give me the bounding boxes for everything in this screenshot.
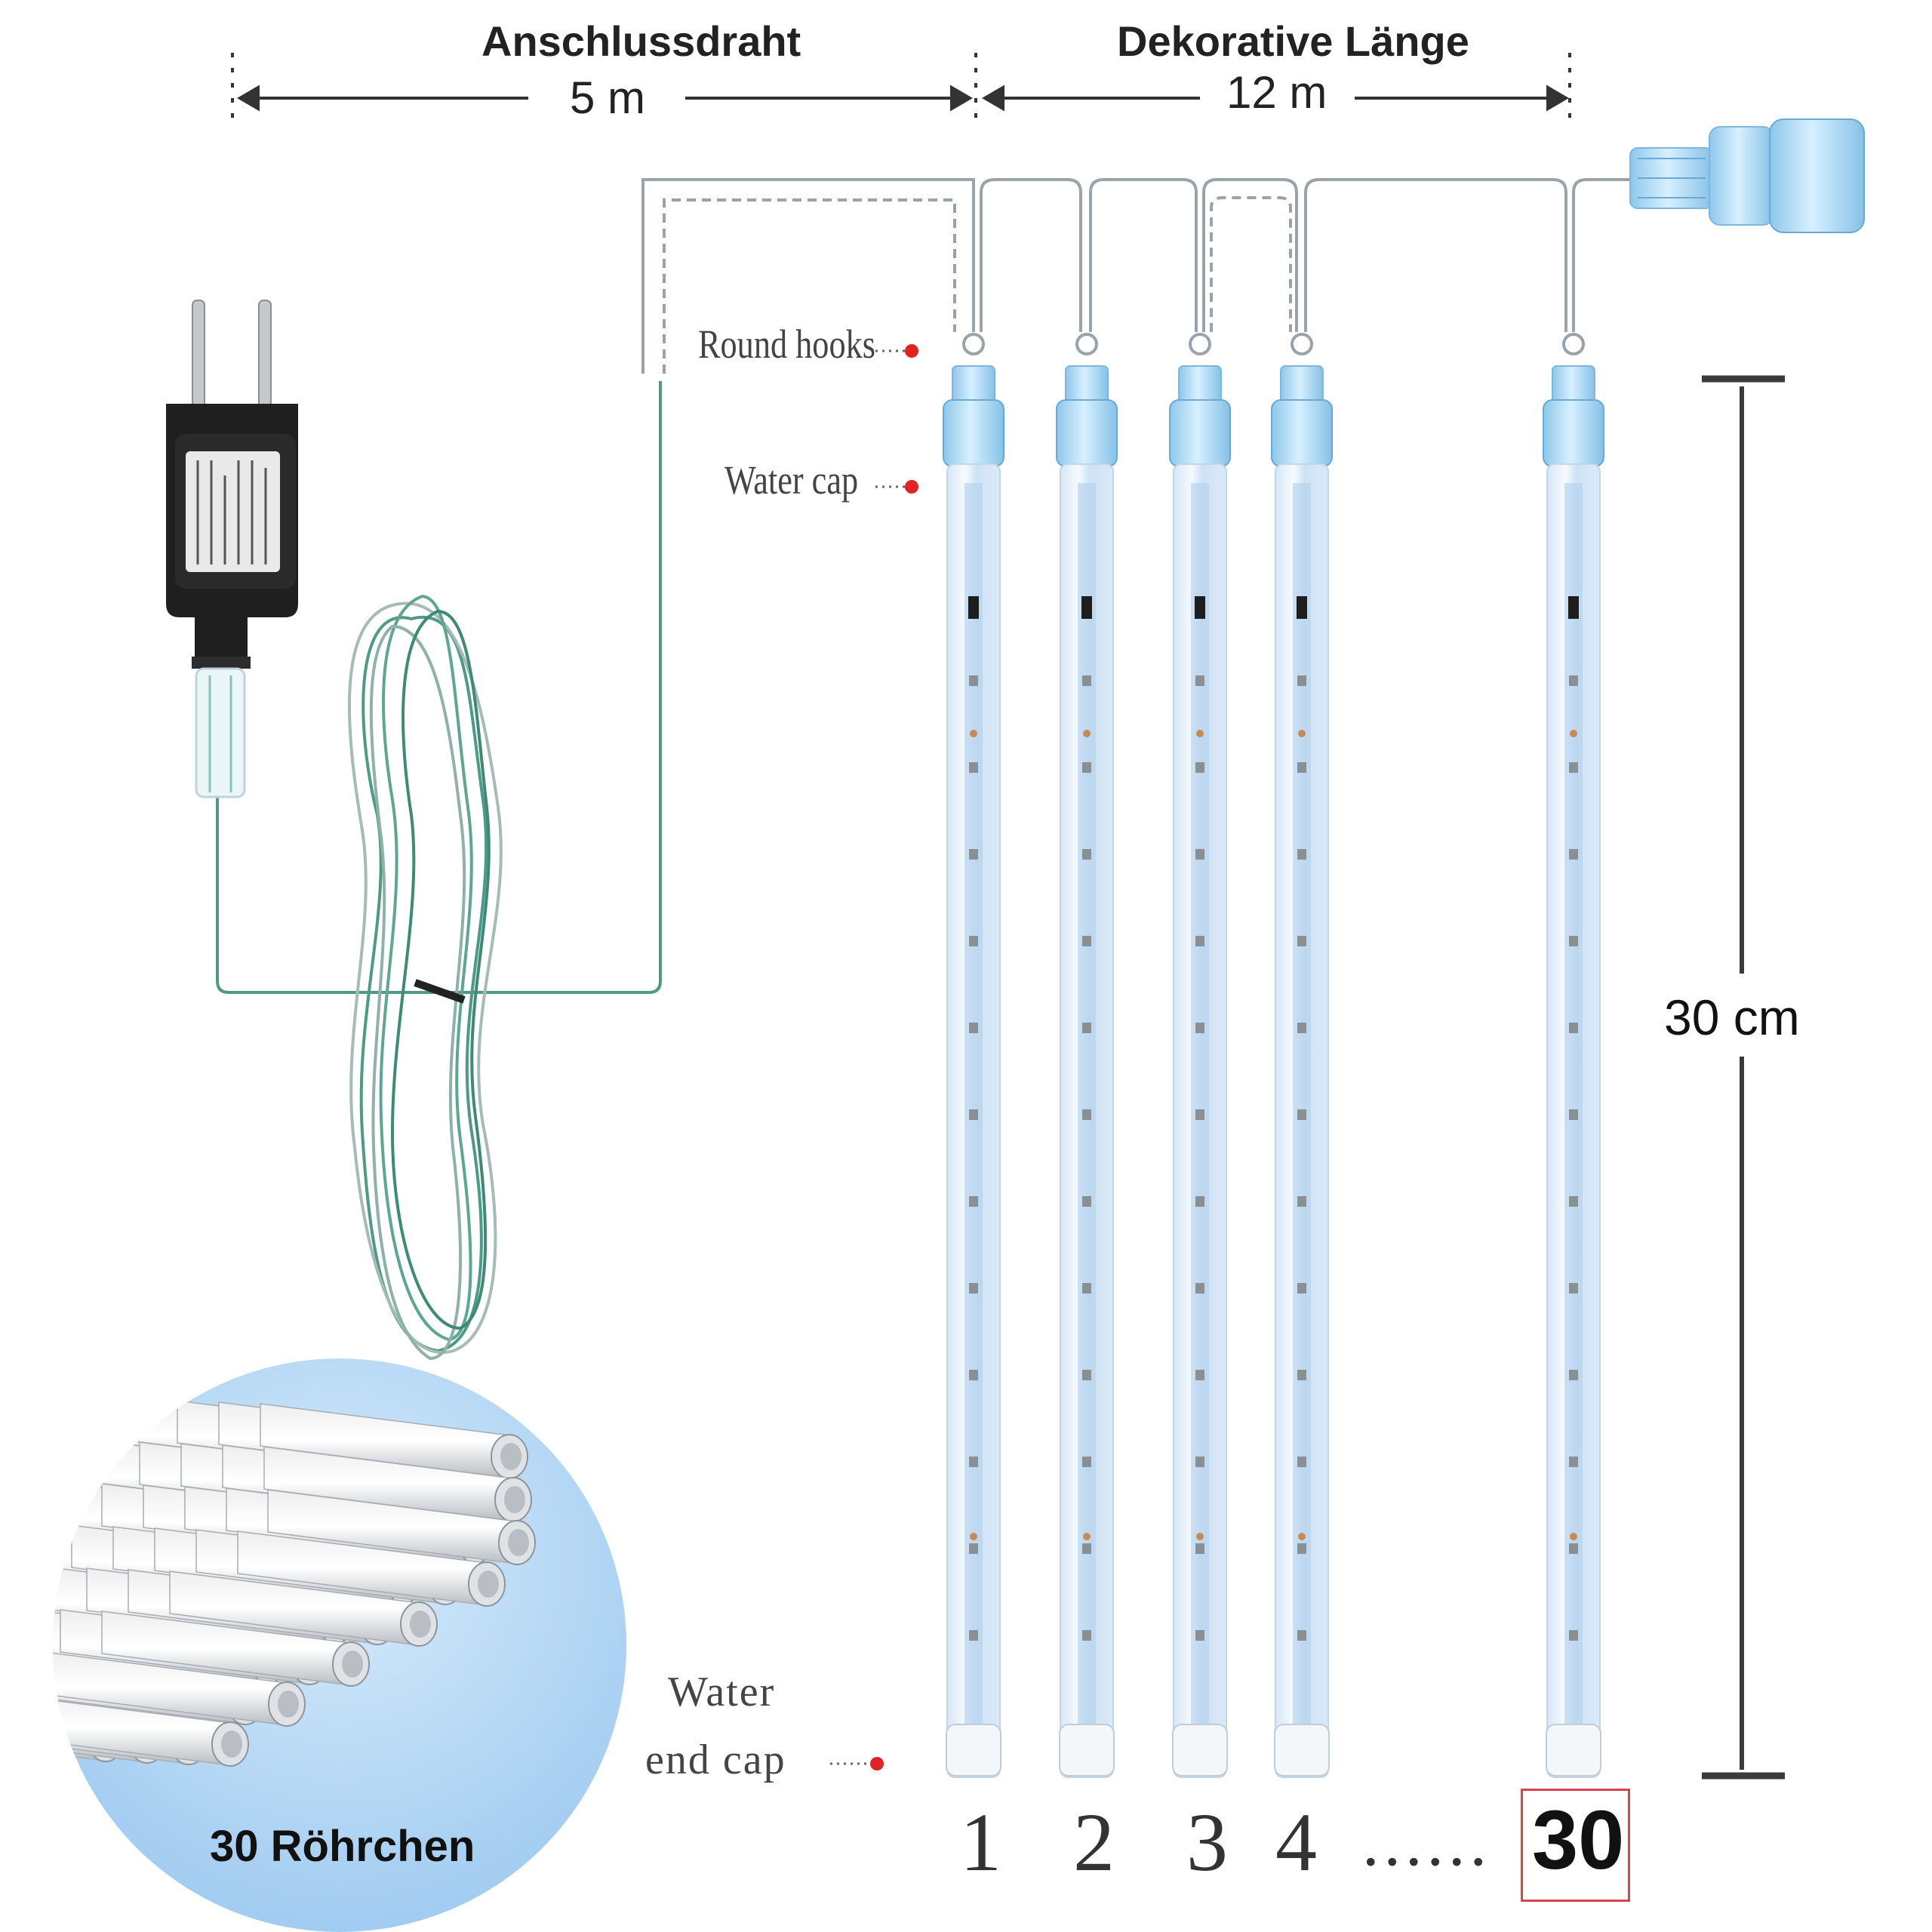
bundle-inset (53, 1358, 626, 1932)
water-cap-callout: Water cap (724, 457, 859, 503)
tube-height-label: 30 cm (1664, 989, 1800, 1045)
round-hooks-callout: Round hooks (698, 321, 875, 367)
led-tube (943, 333, 1004, 1778)
decorative-length-value: 12 m (1226, 67, 1327, 118)
decorative-length-dimension (982, 53, 1571, 128)
led-tube (1271, 333, 1333, 1778)
hidden-wire-dashed (663, 196, 1292, 374)
led-tubes (943, 333, 1604, 1778)
tube-number-1: 1 (960, 1796, 1001, 1888)
power-adapter (166, 300, 298, 798)
lead-wire-length: 5 m (570, 72, 646, 123)
tube-number-last: 30 (1532, 1794, 1625, 1887)
water-end-cap-callout-line1: Water (668, 1669, 776, 1715)
lead-wire-dimension (231, 53, 977, 128)
lead-wire-title: Anschlussdraht (481, 17, 801, 65)
led-tube (1056, 333, 1118, 1778)
last-tube-highlight-box (1521, 1789, 1630, 1902)
tube-sequence-ellipsis: ...... (1362, 1805, 1491, 1880)
coiled-cable (348, 594, 503, 1361)
tube-number-4: 4 (1275, 1796, 1317, 1888)
tube-number-2: 2 (1073, 1796, 1115, 1888)
water-end-cap-callout-line2: end cap (645, 1737, 786, 1783)
tube-height-dimension (1702, 375, 1785, 1780)
led-tube (1543, 333, 1604, 1778)
callout-dots (870, 344, 918, 1770)
led-tube (1169, 333, 1231, 1778)
connection-wire (641, 178, 1630, 374)
tube-count-label: 30 Röhrchen (210, 1822, 475, 1871)
end-connector (1629, 118, 1865, 233)
callout-leaders (830, 349, 906, 1765)
decorative-length-title: Dekorative Länge (1117, 17, 1469, 65)
tube-number-3: 3 (1186, 1796, 1228, 1888)
